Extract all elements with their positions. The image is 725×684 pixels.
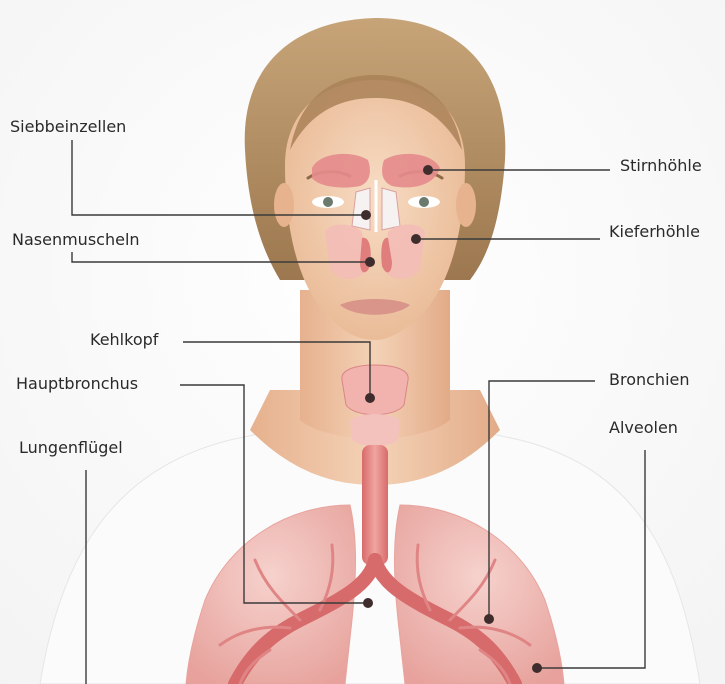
dot-alveolen xyxy=(532,663,542,673)
dot-stirnhoehle xyxy=(423,165,433,175)
iris-left xyxy=(323,197,333,207)
dot-siebbeinzellen xyxy=(361,210,371,220)
label-nasenmuscheln: Nasenmuscheln xyxy=(12,232,140,248)
label-kehlkopf: Kehlkopf xyxy=(90,332,158,348)
iris-right xyxy=(419,197,429,207)
trachea xyxy=(362,445,388,565)
label-siebbeinzellen: Siebbeinzellen xyxy=(10,119,126,135)
label-alveolen: Alveolen xyxy=(609,420,678,436)
dot-hauptbronchus xyxy=(363,598,373,608)
dot-nasenmuscheln xyxy=(365,257,375,267)
dot-kehlkopf xyxy=(365,393,375,403)
label-stirnhoehle: Stirnhöhle xyxy=(620,158,702,174)
larynx xyxy=(342,365,408,415)
cricoid xyxy=(350,414,400,446)
ear-right xyxy=(456,183,476,227)
maxillary-sinus-left xyxy=(325,225,366,280)
label-hauptbronchus: Hauptbronchus xyxy=(16,376,138,392)
dot-bronchien xyxy=(484,614,494,624)
label-kieferhoehle: Kieferhöhle xyxy=(609,224,700,240)
label-lungenfluegel: Lungenflügel xyxy=(19,440,123,456)
label-bronchien: Bronchien xyxy=(609,372,690,388)
dot-kieferhoehle xyxy=(411,234,421,244)
ear-left xyxy=(274,183,294,227)
